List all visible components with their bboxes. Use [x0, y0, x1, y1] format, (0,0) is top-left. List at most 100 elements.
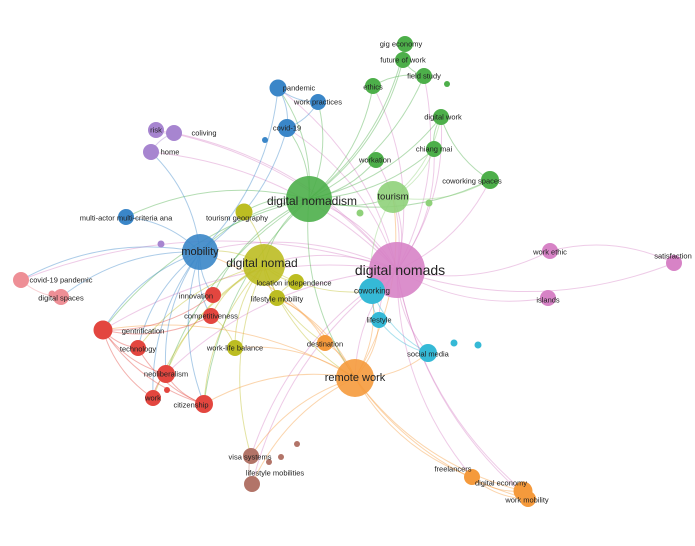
node-tourism — [377, 181, 409, 213]
label-lifestyle: lifestyle — [366, 316, 391, 325]
unlabeled-node — [157, 240, 165, 248]
label-chiang-mai: chiang mai — [416, 145, 453, 154]
label-coworking-spaces: coworking spaces — [442, 177, 502, 186]
label-innovation: innovation — [179, 292, 213, 301]
label-coliving: coliving — [191, 129, 216, 138]
node-risk — [148, 122, 164, 138]
unlabeled-node — [356, 209, 364, 217]
label-visa-systems: visa systems — [229, 453, 272, 462]
label-work-life-balance: work-life balance — [206, 344, 263, 353]
node-chiang-mai — [426, 141, 442, 157]
label-mobility: mobility — [181, 246, 219, 258]
label-remote-work: remote work — [325, 372, 386, 384]
label-competitiveness: competitiveness — [184, 312, 238, 321]
link-remote-work-digital-economy — [354, 377, 524, 492]
label-islands: islands — [536, 296, 560, 305]
node-coliving — [166, 125, 182, 141]
label-neoliberalism: neoliberalism — [144, 370, 188, 379]
link-digital-nomadism-neoliberalism — [165, 198, 310, 375]
network-links — [20, 43, 675, 500]
label-social-media: social media — [407, 350, 450, 359]
node-citizenship — [195, 395, 213, 413]
node-work-practices — [310, 94, 326, 110]
node-lifestyle-mobilities — [244, 476, 260, 492]
node-coworking-spaces — [481, 171, 499, 189]
label-covid-19-pandemic: covid-19 pandemic — [30, 276, 93, 285]
link-digital-nomads-gentrification — [102, 264, 398, 331]
node-covid-19 — [278, 119, 296, 137]
node-tourism-geography — [235, 203, 253, 221]
unlabeled-node — [474, 341, 482, 349]
label-risk: risk — [150, 126, 162, 135]
label-digital-nomads: digital nomads — [355, 262, 445, 278]
label-freelancers: freelancers — [434, 465, 471, 474]
node-field-study — [416, 68, 432, 84]
link-digital-nomads-pandemic — [277, 87, 398, 271]
label-field-study: field study — [407, 72, 441, 81]
link-digital-nomad-visa-systems — [239, 264, 265, 457]
node-social-media — [419, 344, 437, 362]
node-digital-nomad — [243, 244, 285, 286]
node-digital-work — [433, 109, 449, 125]
unlabeled-node — [444, 81, 450, 87]
label-gig-economy: gig economy — [380, 40, 423, 49]
node-neoliberalism — [157, 365, 175, 383]
node-mobility — [182, 234, 218, 270]
link-digital-nomads-satisfaction — [396, 262, 675, 293]
node-competitiveness — [203, 308, 219, 324]
label-tourism: tourism — [377, 192, 408, 203]
node-lifestyle-mobility — [269, 290, 285, 306]
unlabeled-node — [164, 387, 170, 393]
link-satisfaction-work-ethic — [549, 244, 675, 264]
label-covid-19: covid-19 — [273, 124, 301, 133]
node-gentrification — [93, 320, 113, 340]
node-digital-nomadism — [286, 176, 332, 222]
node-freelancers — [464, 469, 480, 485]
label-digital-spaces: digital spaces — [38, 294, 84, 303]
node-remote-work — [336, 359, 374, 397]
label-work-mobility: work mobility — [504, 496, 549, 505]
unlabeled-node — [294, 441, 300, 447]
node-work-mobility — [520, 491, 536, 507]
link-remote-work-gentrification — [102, 324, 356, 379]
node-visa-systems — [243, 448, 259, 464]
link-digital-nomadism-future-of-work — [308, 59, 404, 200]
unlabeled-node — [266, 459, 272, 465]
label-satisfaction: satisfaction — [654, 252, 692, 261]
link-remote-work-freelancers — [354, 377, 473, 478]
node-work-ethic — [542, 243, 558, 259]
link-digital-nomads-digital-economy — [396, 269, 524, 492]
node-workation — [368, 152, 384, 168]
node-digital-nomads — [369, 242, 425, 298]
node-home — [143, 144, 159, 160]
node-ethics — [365, 78, 381, 94]
node-location-independence — [288, 274, 304, 290]
link-digital-nomadism-gig-economy — [308, 43, 406, 200]
unlabeled-node — [262, 137, 268, 143]
link-gentrification-competitiveness — [102, 315, 212, 335]
network-nodes — [13, 36, 682, 507]
label-digital-nomadism: digital nomadism — [267, 194, 357, 208]
link-digital-nomadism-remote-work — [307, 198, 356, 379]
node-coworking — [359, 278, 385, 304]
link-mobility-pandemic — [199, 87, 279, 253]
link-digital-nomads-work-mobility — [396, 269, 529, 500]
label-technology: technology — [120, 345, 157, 354]
node-future-of-work — [395, 52, 411, 68]
label-location-independence: location independence — [256, 279, 331, 288]
node-multi-actor — [118, 209, 134, 225]
label-digital-work: digital work — [424, 113, 462, 122]
unlabeled-node — [425, 199, 433, 207]
label-lifestyle-mobility: lifestyle mobility — [251, 295, 304, 304]
node-work-life-balance — [227, 340, 243, 356]
label-work-ethic: work ethic — [532, 248, 567, 257]
label-future-of-work: future of work — [380, 56, 426, 65]
node-technology — [130, 340, 146, 356]
unlabeled-node — [278, 454, 284, 460]
link-digital-nomads-risk — [155, 129, 398, 271]
node-gig-economy — [397, 36, 413, 52]
link-digital-nomads-freelancers — [396, 269, 473, 478]
node-lifestyle — [371, 312, 387, 328]
